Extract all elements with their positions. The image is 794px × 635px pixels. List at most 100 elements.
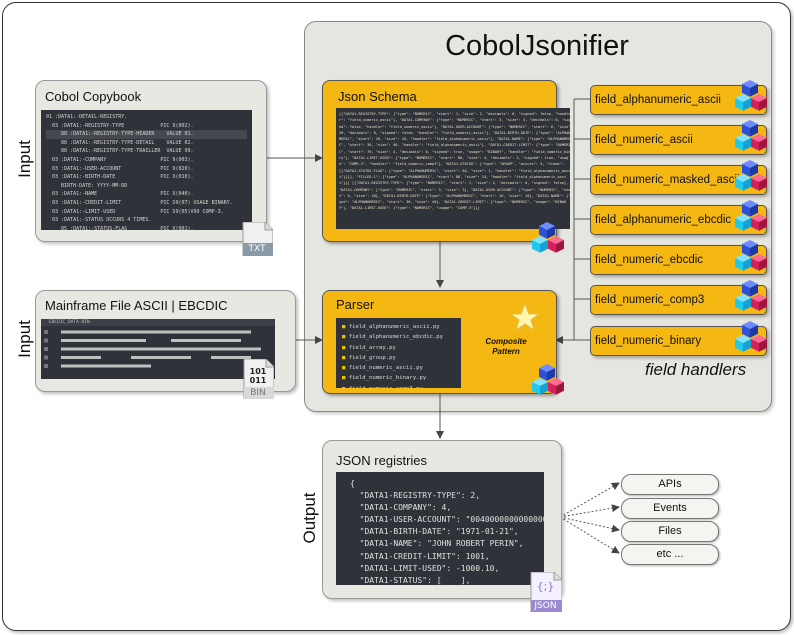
parser-file-item: ■ field_alphanumeric_ebcdic.py <box>342 332 455 342</box>
parser-file-name: field_group.py <box>348 354 396 361</box>
mainframe-binary-rows <box>44 330 261 368</box>
parser-title: Parser <box>336 297 375 312</box>
file-icon: ■ <box>342 334 349 341</box>
arrow-json-to-events <box>559 504 620 518</box>
handler-field-numeric-comp3: field_numeric_comp3 <box>590 280 767 315</box>
json-file-icon: {;} JSON <box>529 571 563 613</box>
copybook-line: 03 :DATA1:-REGISTRY-TYPE PIC 9(002). <box>46 122 194 129</box>
copybook-title: Cobol Copybook <box>45 89 142 104</box>
parser-file-name: field_numeric_binary.py <box>348 375 427 382</box>
arrow-json-to-etc <box>559 516 620 554</box>
copybook-line: 88 :DATA1:-REGISTRY-TYPE-DETAIL VALUE 02… <box>46 139 194 146</box>
handler-label: field_alphanumeric_ebcdic <box>595 214 732 226</box>
cubes-icon <box>731 196 773 243</box>
mainframe-title: Mainframe File ASCII | EBCDIC <box>45 298 228 313</box>
handler-label: field_numeric_comp3 <box>595 294 705 306</box>
cobol-jsonifier-title: CobolJsonifier <box>445 30 629 62</box>
parser-file-name: field_alphanumeric_ebcdic.py <box>348 334 444 341</box>
parser-file-item: ■ field_array.py <box>342 343 455 353</box>
composite-line-1: Composite <box>485 337 527 346</box>
bin-file-icon: 101 011 BIN <box>242 358 275 400</box>
handler-label: field_numeric_ebcdic <box>595 254 704 266</box>
star-icon <box>509 302 541 336</box>
copybook-line: 88 :DATA1:-REGISTRY-TYPE-TRAILLER VALUE … <box>46 148 194 155</box>
json-line: "DATA1-REGISTRY-TYPE": 2, <box>350 491 481 501</box>
output-files: Files <box>621 521 719 542</box>
parser-file-item: ■ field_numeric_ascii.py <box>342 363 455 373</box>
copybook-line: 01 :DATA1:-DETAIL-REGISTRY. <box>46 114 128 120</box>
parser-file-name: field_numeric_comp3.py <box>349 386 423 388</box>
json-registries-code: { "DATA1-REGISTRY-TYPE": 2, "DATA1-COMPA… <box>336 472 544 585</box>
cubes-icon <box>731 317 773 364</box>
mainframe-tab: EBCDIC_DATA.BIN <box>41 319 275 326</box>
handler-field-numeric-binary: field_numeric_binary <box>590 321 767 356</box>
composite-line-2: Pattern <box>492 347 520 356</box>
parser-file-item: ■ field_numeric_binary.py <box>342 373 455 383</box>
file-icon: ■ <box>342 324 349 330</box>
handler-field-numeric-ebcdic: field_numeric_ebcdic <box>590 240 767 275</box>
file-icon: ■ <box>342 354 349 361</box>
json-badge-icon: {;} <box>536 580 555 593</box>
parser-file-name: field_numeric_ascii.py <box>348 365 423 372</box>
cubes-icon <box>731 156 773 203</box>
parser-file-name: field_array.py <box>348 344 396 351</box>
input-label-2: Input <box>15 320 34 358</box>
copybook-line: 03 :DATA1:-LIMIT-USED PIC S9(05)V99 COMP… <box>46 208 224 215</box>
json-registries-title: JSON registries <box>336 453 428 468</box>
copybook-line: 03 :DATA1:-BIRTH-DATE PIC X(010). <box>46 174 194 181</box>
bin-top: 101 <box>249 367 267 376</box>
txt-file-icon: TXT <box>241 221 274 257</box>
output-etc: etc ... <box>621 544 719 565</box>
json-line: "DATA1-CREDIT-LIMIT": 1001, <box>350 551 490 561</box>
json-schema-text: [{"DATA1-REGISTRY-TYPE": {"type": "NUMER… <box>339 112 570 211</box>
field-handlers-label: field handlers <box>645 360 747 379</box>
copybook-line: 03 :DATA1:-COMPANY PIC 9(003). <box>46 156 194 163</box>
copybook-line: 03 :DATA1:-STATUS OCCURS 4 TIMES. <box>46 217 152 224</box>
copybook-line: 03 :DATA1:-NAME PIC X(040). <box>46 191 194 198</box>
copybook-line: 03 :DATA1:-USER-ACCOUNT PIC 9(020). <box>46 165 194 172</box>
json-badge-label: JSON <box>534 601 557 611</box>
mainframe-data: EBCDIC_DATA.BIN <box>41 319 275 379</box>
output-apis: APIs <box>621 474 719 495</box>
cubes-icon <box>731 76 773 123</box>
json-line: "DATA1-USER-ACCOUNT": "00400000000000001… <box>359 515 544 525</box>
output-events: Events <box>621 498 719 519</box>
file-icon: ■ <box>342 344 349 351</box>
json-line: "DATA1-LIMIT-USED": -1000.10, <box>350 563 500 573</box>
cubes-icon <box>731 276 773 323</box>
handler-field-numeric-ascii: field_numeric_ascii <box>590 120 767 155</box>
json-line: "DATA1-COMPANY": 4, <box>350 503 452 513</box>
parser-file-list: ■ field_alphanumeric_ascii.py■ field_alp… <box>336 318 461 388</box>
json-schema-title: Json Schema <box>338 89 417 104</box>
handler-field-numeric-masked-ascii: field_numeric_masked_ascii <box>590 160 767 195</box>
output-label: Output <box>300 492 319 544</box>
composite-pattern-label: Composite Pattern <box>474 337 538 357</box>
copybook-line: BIRTH-DATE: YYYY-MM-DD <box>46 182 128 189</box>
parser-file-item: ■ field_alphanumeric_ascii.py <box>342 322 455 332</box>
copybook-code: 01 :DATA1:-DETAIL-REGISTRY. 03 :DATA1:-R… <box>41 110 252 230</box>
json-line: { <box>350 479 355 488</box>
json-line: "DATA1-NAME": "JOHN ROBERT PERIN", <box>350 539 524 549</box>
copybook-line: 05 :DATA1:-STATUS-FLAG PIC X(001). <box>46 225 194 230</box>
arrow-json-to-files <box>559 516 620 533</box>
parser-file-name: field_alphanumeric_ascii.py <box>348 324 440 330</box>
handler-label: field_numeric_ascii <box>595 134 693 146</box>
copybook-line: 88 :DATA1:-REGISTRY-TYPE-HEADER VALUE 01… <box>46 130 247 139</box>
handler-field-alphanumeric-ascii: field_alphanumeric_ascii <box>590 80 767 115</box>
file-icon: ■ <box>342 365 349 372</box>
json-schema-code: [{"DATA1-REGISTRY-TYPE": {"type": "NUMER… <box>336 108 570 229</box>
bin-badge-label: BIN <box>250 388 266 398</box>
cubes-icon-schema <box>528 218 570 265</box>
input-label-1: Input <box>15 140 34 178</box>
handler-label: field_alphanumeric_ascii <box>595 94 721 106</box>
parser-file-item: ■ field_numeric_comp3.py <box>342 384 455 388</box>
arrow-json-to-apis <box>559 482 620 518</box>
handler-field-alphanumeric-ebcdic: field_alphanumeric_ebcdic <box>590 200 767 235</box>
cubes-icon <box>731 116 773 163</box>
parser-file-item: ■ field_group.py <box>342 353 455 363</box>
json-line: "DATA1-STATUS": [ ], <box>350 575 471 585</box>
handler-label: field_numeric_binary <box>595 335 702 347</box>
json-line: "DATA1-BIRTH-DATE": "1971-01-21", <box>350 527 519 537</box>
copybook-line: 03 :DATA1:-CREDIT-LIMIT PIC S9(07) USAGE… <box>46 199 233 206</box>
